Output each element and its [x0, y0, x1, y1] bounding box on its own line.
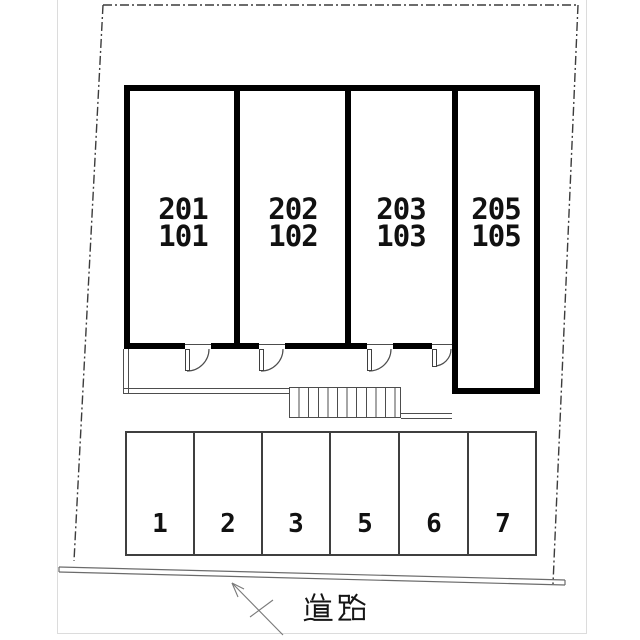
door-opening-line: [367, 344, 393, 345]
unit-number-upper: 203: [376, 192, 426, 226]
door-swing-icon: [260, 348, 284, 372]
kanji-michi: [303, 593, 333, 622]
parking-stall-number: 1: [152, 509, 168, 539]
paper-edge-left: [57, 0, 58, 634]
unit-label-202-102: 202 102: [243, 192, 343, 253]
building-wall-right: [534, 85, 540, 394]
unit-number-lower: 105: [471, 219, 521, 253]
unit-label-205-105: 205 105: [446, 192, 546, 253]
door-leaf-icon: [259, 349, 264, 371]
road-pointer-arrow-icon: [231, 582, 284, 636]
door-opening-line: [259, 344, 285, 345]
building-wall-bottom-segment: [285, 343, 367, 349]
unit-number-lower: 103: [376, 219, 426, 253]
stairs-icon: [289, 387, 401, 418]
unit-number-upper: 202: [268, 192, 318, 226]
road-label: [303, 593, 366, 622]
parking-stall-number: 7: [495, 509, 511, 539]
unit205-extension-wall-bottom: [452, 388, 540, 394]
unit-number-upper: 201: [158, 192, 208, 226]
unit-divider-wall: [452, 91, 458, 394]
parking-stall-divider: [261, 431, 263, 556]
door-leaf-icon: [185, 349, 190, 371]
building-wall-left: [124, 85, 130, 349]
building-wall-top: [124, 85, 540, 91]
parking-stall-number: 3: [288, 509, 304, 539]
unit-divider-wall: [345, 91, 351, 349]
parking-stall-divider: [193, 431, 195, 556]
door-swing-icon: [368, 348, 392, 372]
parking-area-outline: [125, 431, 537, 556]
walkway-edge-left: [123, 349, 129, 393]
door-opening-line: [432, 344, 452, 345]
walkway-edge-bottom: [123, 388, 290, 394]
parking-stall-number: 6: [426, 509, 442, 539]
parking-stall-divider: [398, 431, 400, 556]
walkway-landing-edge: [401, 413, 452, 419]
road-edge-lines: [58, 566, 566, 586]
parking-stall-number: 5: [357, 509, 373, 539]
paper-edge-right: [586, 0, 587, 634]
parking-stall-divider: [467, 431, 469, 556]
unit-label-203-103: 203 103: [351, 192, 451, 253]
unit-divider-wall: [234, 91, 240, 349]
door-leaf-icon: [432, 349, 437, 367]
door-leaf-icon: [367, 349, 372, 371]
door-swing-icon: [186, 348, 210, 372]
building-wall-bottom-segment: [124, 343, 185, 349]
site-boundary-dashdot-line: [73, 4, 579, 585]
unit-number-lower: 101: [158, 219, 208, 253]
unit-number-upper: 205: [471, 192, 521, 226]
building-wall-bottom-segment: [211, 343, 259, 349]
door-swing-arcs: [186, 348, 452, 372]
parking-stall-number: 2: [220, 509, 236, 539]
unit-label-201-101: 201 101: [133, 192, 233, 253]
kanji-ro: [338, 593, 366, 621]
building-wall-bottom-segment: [393, 343, 432, 349]
door-opening-line: [185, 344, 211, 345]
paper-edge-bottom: [57, 633, 587, 634]
unit-number-lower: 102: [268, 219, 318, 253]
parking-stall-divider: [329, 431, 331, 556]
